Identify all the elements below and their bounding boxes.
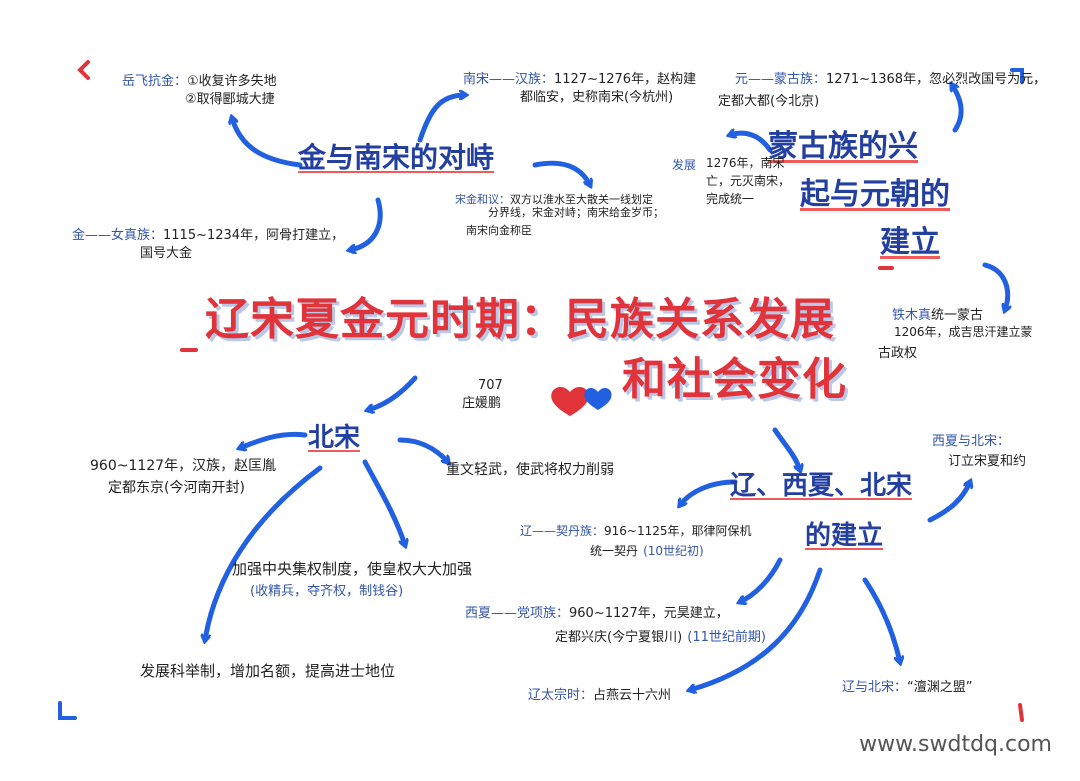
xixia-line2: 定都兴庆(今宁夏银川) [555, 630, 683, 645]
liao-beisong-block: 辽与北宋：“澶渊之盟” [842, 676, 973, 696]
topic-liaoxixia-line1: 辽、西夏、北宋 [730, 471, 913, 501]
heart-blue-icon [584, 387, 612, 410]
beisong-founding-line2: 定都东京(今河南开封) [108, 480, 245, 496]
xixia-line2-row: 定都兴庆(今宁夏银川) (11世纪前期) [555, 626, 766, 646]
heyi-label: 宋金和议： [455, 193, 510, 206]
arrow-to-fazhan [730, 133, 773, 153]
topic-mongol-line2: 起与元朝的 [800, 177, 950, 212]
liao-note: (10世纪初) [643, 544, 704, 558]
topic-jin-song: 金与南宋的对峙 [298, 141, 495, 174]
nansong-line2: 都临安，史称南宋(今杭州) [520, 90, 674, 105]
jin-label: 金——女真族： [72, 228, 164, 243]
xixia-label: 西夏——党项族： [465, 606, 570, 621]
liao-beisong-label: 辽与北宋： [842, 680, 908, 695]
corner-mark-tr [1010, 68, 1024, 84]
yuan-line2: 定都大都(今北京) [718, 94, 820, 109]
arrow-to-liao-beisong [862, 577, 900, 662]
heyi-block: 宋金和议：双方以淮水至大散关一线划定 [455, 188, 653, 208]
corner-mark-bl [58, 701, 77, 720]
author-name: 庄媛鹏 [462, 396, 502, 411]
author-code: 707 [478, 378, 503, 393]
corner-mark-br [1018, 703, 1024, 722]
arrow-title-to-liaoxixia [772, 427, 800, 470]
arrow-to-zhongwen [397, 437, 448, 462]
topic-mongol-line1: 蒙古族的兴 [768, 129, 918, 164]
nansong-label: 南宋——汉族： [463, 72, 555, 87]
liaotaizong-text: 占燕云十六州 [593, 688, 672, 703]
tiemuzhen-label: 铁木真 [892, 308, 932, 323]
yuan-label: 元——蒙古族： [735, 72, 827, 87]
fazhan-line3: 完成统一 [706, 192, 755, 206]
tiemuzhen-line1: 统一蒙古 [931, 308, 984, 323]
fazhan-label: 发展 [672, 158, 697, 172]
topic-liaoxixia-line2: 的建立 [805, 521, 884, 551]
arrow-to-jiaqiang [362, 459, 405, 545]
arrow-to-jin [350, 197, 383, 250]
liao-line1: 916~1125年，耶律阿保机 [604, 524, 752, 538]
arrow-to-xixia-beisong [927, 482, 970, 523]
jin-block: 金——女真族：1115~1234年，阿骨打建立， [72, 224, 344, 244]
liao-label: 辽——契丹族： [520, 524, 605, 538]
arrow-to-yuefei [232, 118, 303, 168]
xixia-beisong-label: 西夏与北宋： [932, 434, 1011, 449]
liao-line2: 统一契丹 [590, 544, 639, 558]
yuefei-item-2: ②取得郾城大捷 [185, 92, 275, 107]
fazhan-line2: 亡，元灭南宋， [706, 174, 791, 188]
jin-line1: 1115~1234年，阿骨打建立， [163, 228, 345, 243]
beisong-founding-line1: 960~1127年，汉族，赵匡胤 [90, 458, 277, 474]
xixia-note: (11世纪前期) [687, 630, 766, 645]
beisong-jiaqiang-line1: 加强中央集权制度，使皇权大大加强 [232, 560, 473, 578]
yuefei-label: 岳飞抗金： [122, 74, 188, 89]
yuan-block: 元——蒙古族：1271~1368年，忽必烈改国号为元， [735, 68, 1046, 88]
jin-line2: 国号大金 [140, 246, 193, 261]
arrow-to-keju [205, 465, 323, 640]
beisong-jiaqiang-line2: (收精兵，夺齐权，制钱谷) [250, 584, 404, 599]
arrow-to-tiemuzhen [982, 262, 1008, 310]
xixia-line1: 960~1127年，元昊建立， [569, 606, 729, 621]
arrow-to-yuan [952, 85, 964, 133]
arrow-to-founding [240, 431, 308, 448]
fazhan-line1: 1276年，南宋 [706, 156, 785, 170]
main-title-line1: 辽宋夏金元时期：民族关系发展 [205, 294, 835, 345]
heart-red-icon [551, 386, 589, 416]
main-title-line2: 和社会变化 [622, 354, 847, 405]
liaotaizong-label: 辽太宗时： [528, 688, 594, 703]
xixia-block: 西夏——党项族：960~1127年，元昊建立， [465, 602, 729, 622]
topic-mongol-line3: 建立 [880, 225, 940, 260]
yuefei-item-1: ①收复许多失地 [187, 74, 277, 89]
corner-mark-tl [77, 60, 90, 80]
watermark: www.swdtdq.com [859, 732, 1052, 757]
liao-block: 辽——契丹族：916~1125年，耶律阿保机 [520, 520, 752, 540]
xixia-beisong-text: 订立宋夏和约 [948, 454, 1027, 469]
tiemuzhen-line3: 古政权 [878, 346, 918, 361]
topic-beisong: 北宋 [308, 423, 361, 453]
heyi-line2: 分界线，宋金对峙；南宋给金岁币； [488, 206, 664, 219]
nansong-line1: 1127~1276年，赵构建 [554, 72, 697, 87]
liao-line2-row: 统一契丹 (10世纪初) [590, 540, 704, 560]
arrow-to-nansong [417, 95, 465, 143]
nansong-block: 南宋——汉族：1127~1276年，赵构建 [463, 68, 696, 88]
arrow-to-heyi [532, 160, 590, 185]
arrow-to-liao [680, 479, 738, 505]
arrow-title-to-beisong [368, 375, 418, 410]
yuefei-block: 岳飞抗金：①收复许多失地 [122, 70, 277, 90]
beisong-zhongwen: 重文轻武，使武将权力削弱 [446, 462, 614, 478]
heyi-line1: 双方以淮水至大散关一线划定 [510, 193, 653, 206]
liaotaizong-block: 辽太宗时：占燕云十六州 [528, 684, 671, 704]
liao-beisong-text: “澶渊之盟” [907, 680, 973, 695]
tiemuzhen-line2: 1206年，成吉思汗建立蒙 [894, 325, 1033, 339]
arrow-to-xixia [740, 557, 783, 602]
heyi-line3: 南宋向金称臣 [466, 224, 532, 237]
tiemuzhen-block: 铁木真统一蒙古 [892, 304, 983, 324]
beisong-keju: 发展科举制，增加名额，提高进士地位 [140, 662, 396, 680]
arrow-to-liaotaizong [690, 567, 823, 690]
yuan-line1: 1271~1368年，忽必烈改国号为元， [826, 72, 1047, 87]
